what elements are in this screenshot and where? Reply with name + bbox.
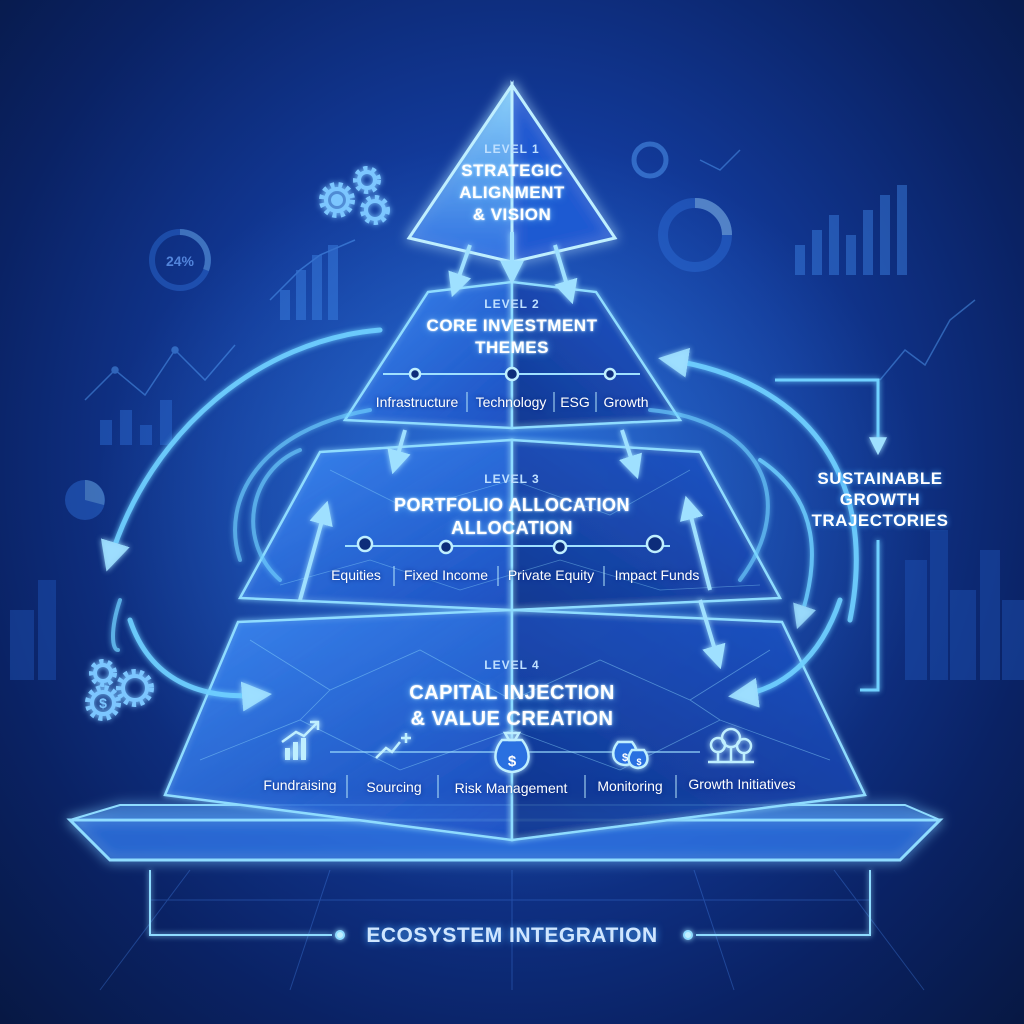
side-label-line-2: GROWTH — [839, 490, 921, 509]
level-1-apex — [406, 80, 618, 264]
level-3-separators — [393, 566, 605, 586]
level-4-title-line-2: & VALUE CREATION — [410, 708, 614, 730]
level-1-title: STRATEGIC ALIGNMENT & VISION — [412, 160, 612, 226]
level-4-item: Growth Initiatives — [688, 776, 796, 792]
chart-up-icon — [281, 720, 320, 760]
gauge-percent-text: 24% — [166, 253, 195, 269]
svg-text:$: $ — [622, 752, 628, 764]
gauge-left-icon — [149, 229, 211, 291]
level-2-title-line-2: THEMES — [475, 338, 549, 357]
level-4-item: Fundraising — [263, 777, 337, 793]
level-1-title-line-2: ALIGNMENT — [459, 183, 565, 202]
level-3-item: Private Equity — [507, 567, 595, 583]
level-3-title-line-1: PORTFOLIO ALLOCATION — [394, 495, 630, 515]
pie-chart-right-icon — [631, 141, 732, 272]
level-2-separators — [466, 392, 597, 412]
ecosystem-integration-label: ECOSYSTEM INTEGRATION — [366, 924, 658, 947]
level-3-item: Equities — [331, 567, 381, 583]
level-4-item: Risk Management — [454, 780, 568, 796]
sustainable-growth-label: SUSTAINABLE GROWTH TRAJECTORIES — [800, 468, 960, 531]
gears-icon — [319, 166, 390, 225]
bar-chart-left-icon — [269, 239, 356, 320]
money-bag-icon: $ — [494, 731, 530, 774]
line-chart-right-icon — [699, 149, 976, 381]
pie-chart-left-icon — [65, 480, 105, 520]
level-2-item: Infrastructure — [375, 394, 459, 410]
level-4-tier — [163, 608, 867, 842]
level-2-tier — [342, 280, 683, 430]
level-2-tag: LEVEL 2 — [484, 297, 540, 311]
level-3-item: Fixed Income — [403, 567, 489, 583]
level-3-tag: LEVEL 3 — [484, 472, 540, 486]
level-4-item: Sourcing — [366, 779, 422, 795]
svg-text:$: $ — [508, 753, 517, 770]
cycle-arrows — [100, 327, 859, 712]
level-1-title-line-3: & VISION — [472, 205, 552, 224]
sparkle-arrow-icon — [375, 733, 411, 759]
gears-money-icon: $ — [85, 659, 154, 721]
level-2-item: Growth — [603, 394, 649, 410]
level-3-item: Impact Funds — [614, 567, 700, 583]
flow-arrows-up — [298, 495, 712, 601]
footer-connector — [149, 870, 871, 940]
side-label-line-3: TRAJECTORIES — [811, 511, 949, 530]
level-4-item: Monitoring — [597, 778, 663, 794]
level-2-title: CORE INVESTMENT THEMES — [382, 315, 642, 359]
trees-icon — [708, 727, 754, 764]
level-3-title-line-2: ALLOCATION — [451, 518, 573, 538]
level-1-tag: LEVEL 1 — [484, 142, 540, 156]
svg-text:$: $ — [99, 695, 107, 711]
level-2-item: Technology — [475, 394, 547, 410]
side-label-line-1: SUSTAINABLE — [817, 469, 943, 488]
level-2-title-line-1: CORE INVESTMENT — [426, 316, 598, 335]
level-1-title-line-1: STRATEGIC — [461, 161, 563, 180]
flow-arrows-down — [387, 232, 726, 670]
level-4-separators — [346, 775, 677, 798]
line-chart-left-icon — [84, 344, 236, 445]
svg-text:$: $ — [636, 757, 641, 767]
floor-grid — [99, 869, 925, 991]
level-2-item: ESG — [560, 394, 590, 410]
level-2-connector — [383, 366, 640, 382]
level-4-tag: LEVEL 4 — [484, 658, 540, 672]
background-charts — [10, 141, 1024, 680]
level-4-title: CAPITAL INJECTION & VALUE CREATION — [332, 680, 692, 732]
level-4-title-line-1: CAPITAL INJECTION — [409, 682, 615, 704]
money-bags-icon: $ $ — [612, 740, 649, 770]
level-3-title: PORTFOLIO ALLOCATION ALLOCATION — [352, 494, 672, 540]
level-3-connector — [345, 534, 670, 555]
bar-chart-right-icon — [795, 185, 907, 275]
city-skyline-icon — [10, 530, 1024, 680]
side-bracket-arrow — [775, 378, 887, 692]
